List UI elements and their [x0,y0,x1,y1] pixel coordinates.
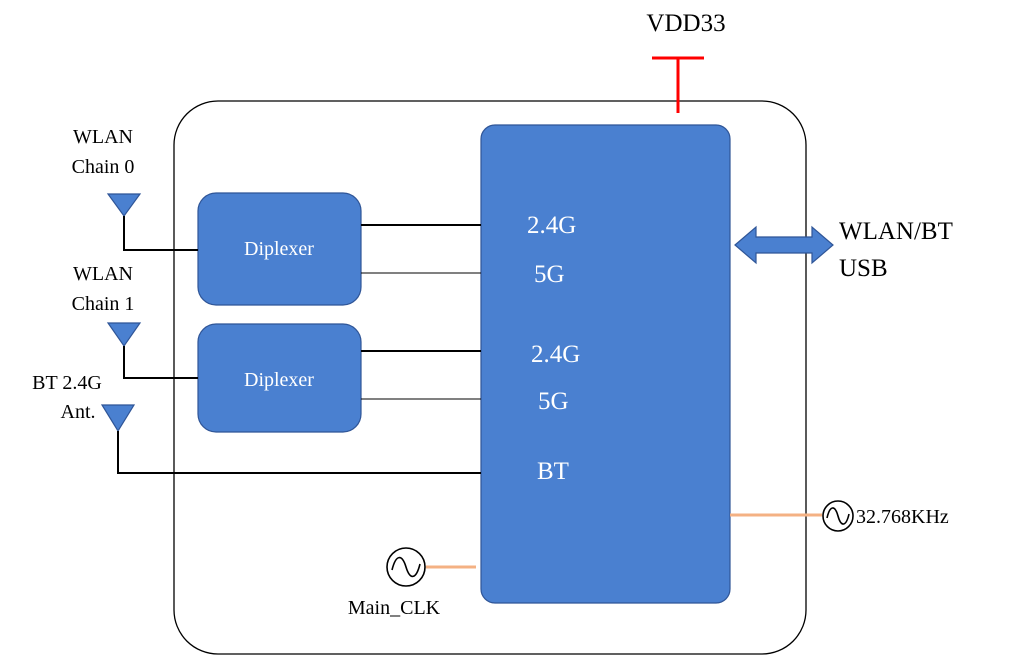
main-clock-oscillator-icon [386,547,426,587]
bt-antenna-label-line2: Ant. [61,401,96,423]
usb-interface-label-line1: WLAN/BT [839,218,953,245]
chip-port-2g4-b: 2.4G [531,341,580,368]
wlan-chain0-label-line2: Chain 0 [72,156,135,178]
wlan-chain1-label-line2: Chain 1 [72,293,135,315]
wlan-chain0-antenna-icon [106,193,142,218]
main-clock-label: Main_CLK [348,597,441,619]
vdd33-power-connector [652,56,704,113]
sleep-clock-oscillator-icon [822,500,854,532]
wlan-chain1-label-line1: WLAN [73,263,133,285]
wlan-chain1-antenna-icon [106,322,142,348]
wlan-chain0-feed-line [123,216,198,251]
usb-interface-label-line2: USB [839,255,888,282]
diplexer-label-1: Diplexer [244,238,314,260]
wlan-chain0-label-line1: WLAN [73,126,133,148]
diplexer-label-2: Diplexer [244,369,314,391]
chip-port-5g-b: 5G [538,388,569,415]
chip-port-5g-a: 5G [534,261,565,288]
vdd33-label: VDD33 [646,10,725,37]
chip-port-2g4-a: 2.4G [527,212,576,239]
main-chip-block [480,124,731,604]
chip-port-bt: BT [537,458,569,485]
usb-bidirectional-arrow-icon [734,225,834,265]
bt-antenna-icon [100,404,136,433]
bt-antenna-label-line1: BT 2.4G [32,372,102,394]
bt-feed-line [117,431,481,474]
sleep-clock-label: 32.768KHz [856,506,949,528]
wlan-chain1-feed-line [123,346,198,379]
